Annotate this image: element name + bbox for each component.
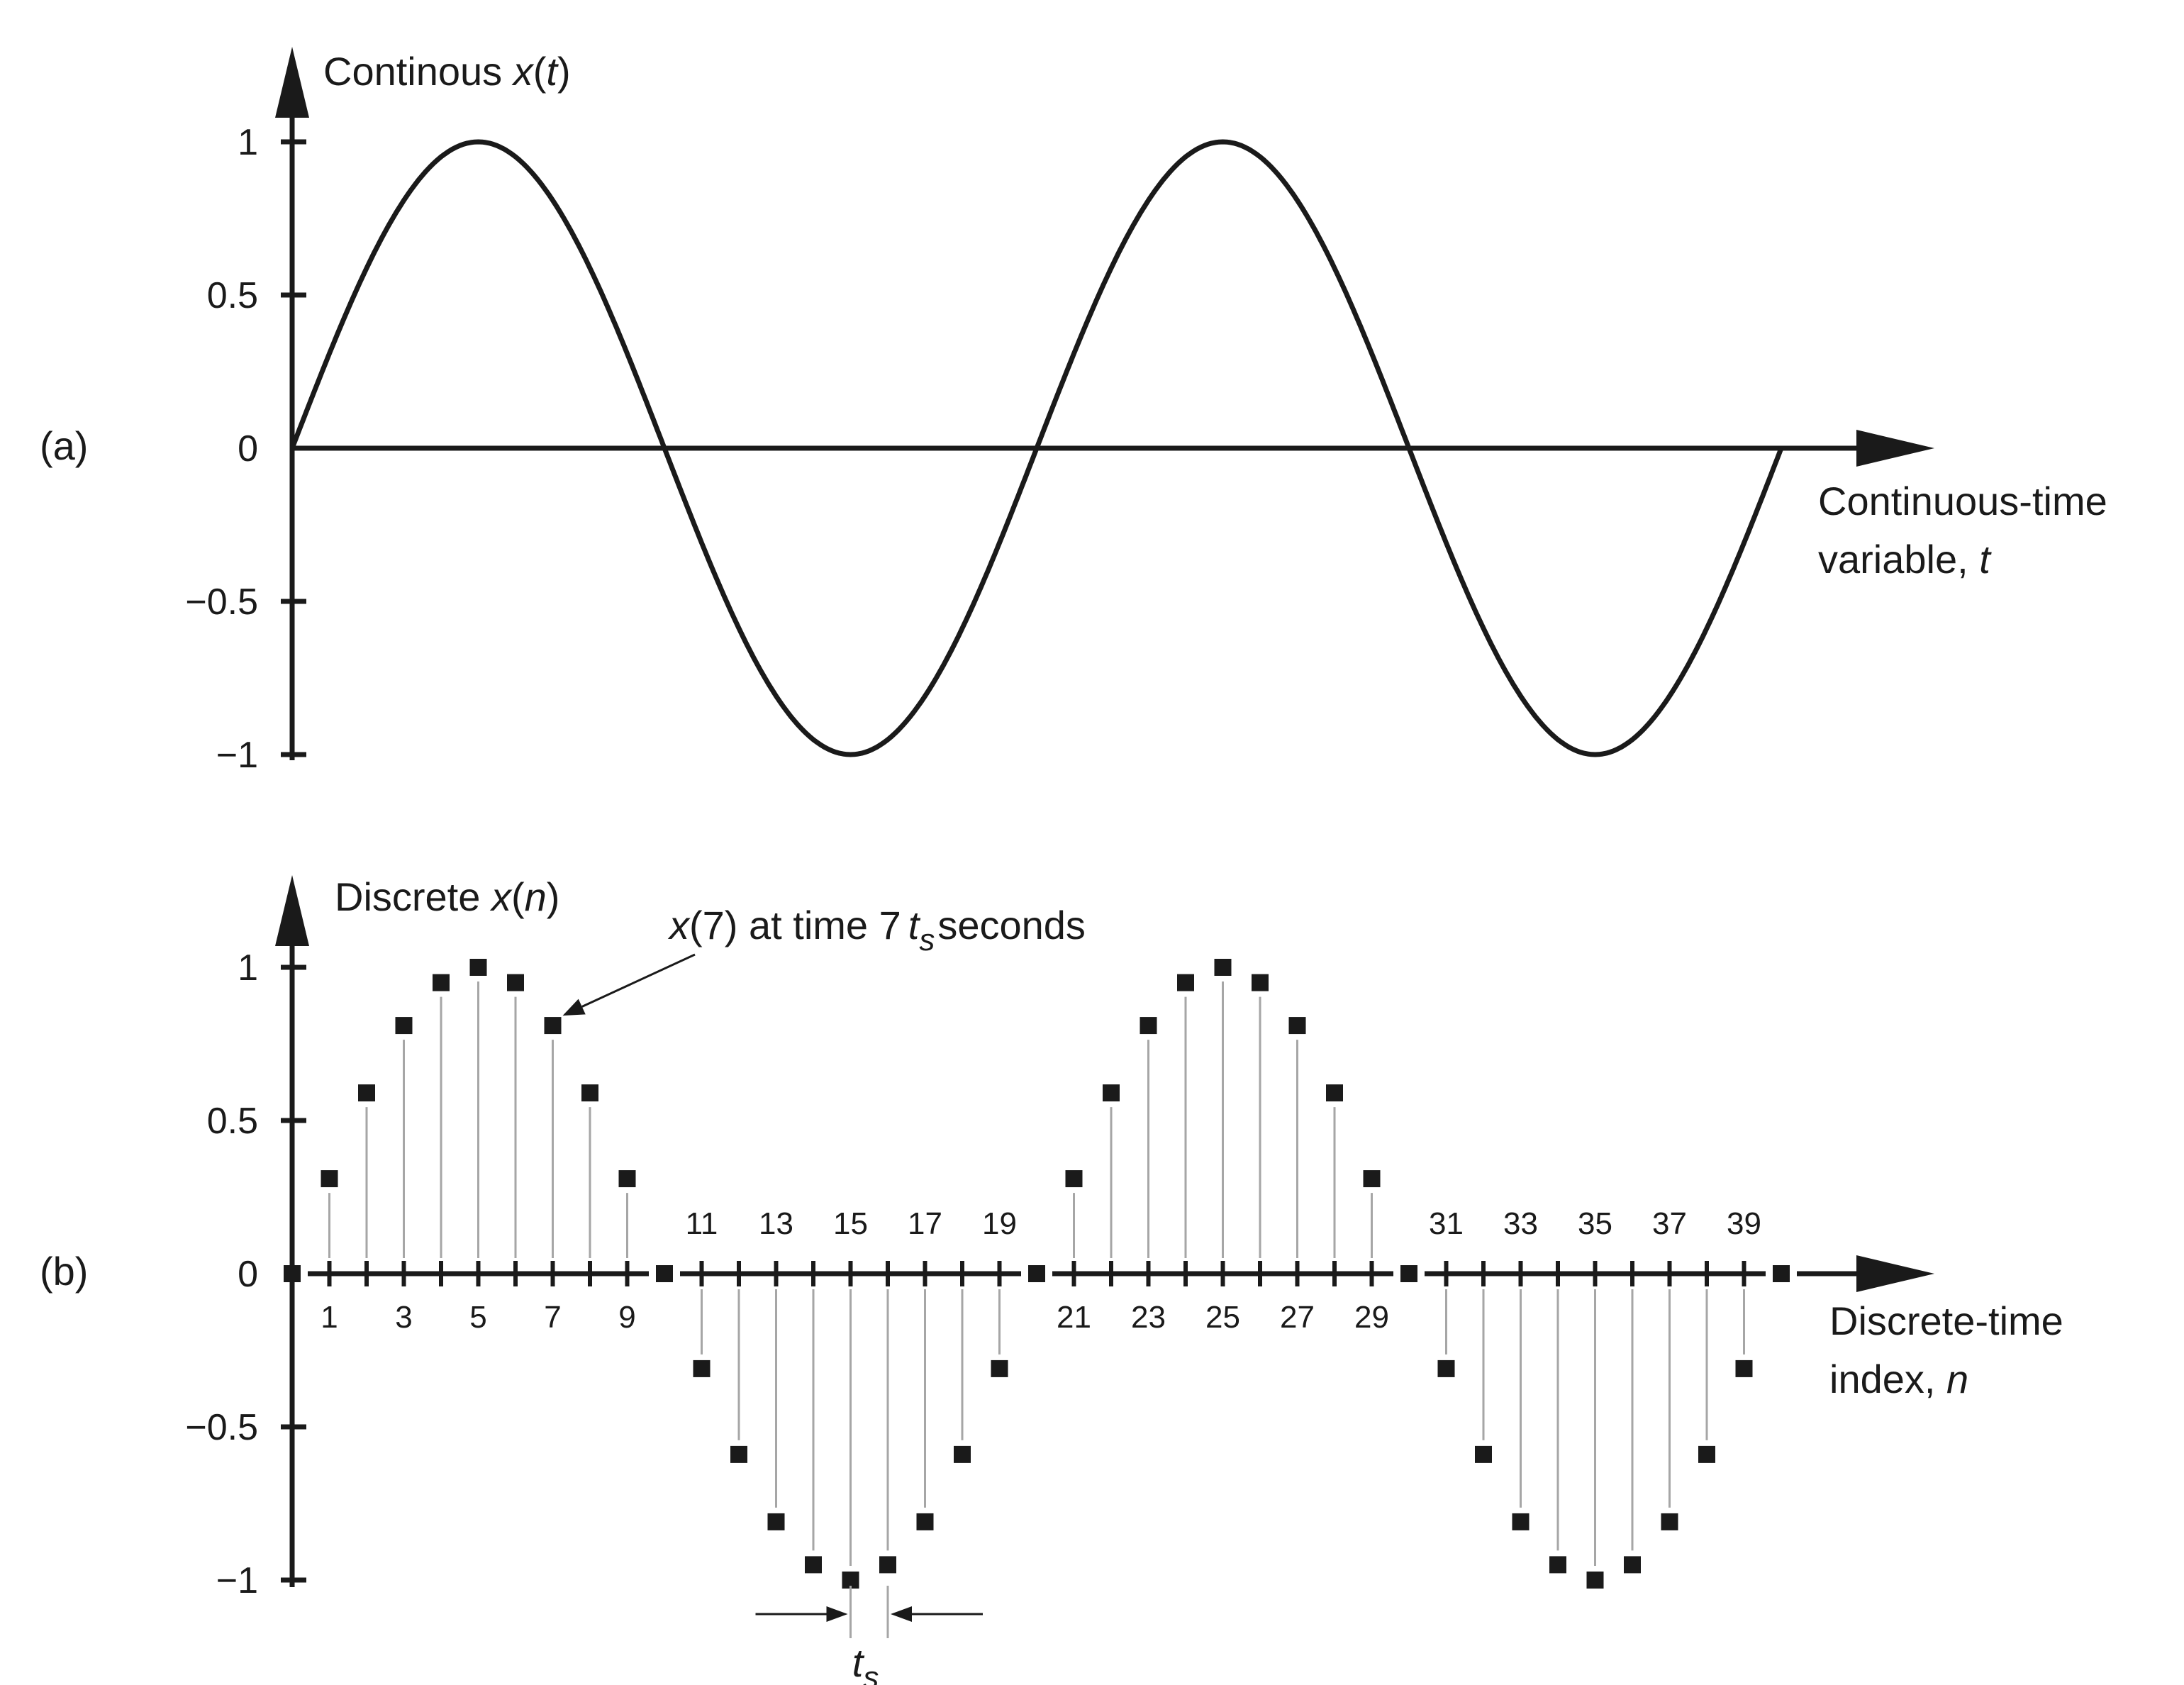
index-label-5: 5 xyxy=(469,1300,486,1335)
sample-marker-n9 xyxy=(618,1170,636,1188)
sample-marker-n17 xyxy=(916,1513,934,1530)
index-label-29: 29 xyxy=(1354,1300,1389,1335)
index-label-11: 11 xyxy=(686,1206,718,1241)
panel-b-y-tick-label: 0.5 xyxy=(207,1101,258,1142)
sample-marker-n21 xyxy=(1065,1170,1083,1188)
sample-marker-n24 xyxy=(1177,974,1194,991)
sample-marker-n16 xyxy=(879,1556,896,1574)
sample-marker-n38 xyxy=(1698,1445,1715,1463)
sample-annotation-leader xyxy=(581,953,696,1008)
sample-marker-n32 xyxy=(1475,1445,1492,1463)
sample-period-marker xyxy=(755,1586,983,1638)
continuous-signal-line xyxy=(289,139,1784,757)
sample-marker-n31 xyxy=(1437,1359,1455,1377)
panel-b-y-tick-label: 1 xyxy=(238,947,258,989)
panel-a-x-label-line1: Continuous-time xyxy=(1818,479,2107,523)
sample-marker-n1 xyxy=(321,1170,338,1188)
panel-b-y-arrow-icon xyxy=(275,875,309,946)
panel-b-y-ticks: 1 0.5 0 −0.5 −1 xyxy=(185,947,306,1601)
panel-b-sample-markers xyxy=(284,959,1790,1589)
sample-marker-n11 xyxy=(693,1359,711,1377)
sample-marker-n2 xyxy=(358,1084,375,1102)
panel-b-label: (b) xyxy=(40,1249,88,1294)
sample-marker-n23 xyxy=(1140,1017,1157,1035)
panel-b-y-tick-label: 0 xyxy=(238,1254,258,1295)
sample-marker-n27 xyxy=(1288,1017,1306,1035)
sample-marker-n8 xyxy=(581,1084,598,1102)
sample-marker-n12 xyxy=(730,1445,747,1463)
panel-b-x-axis xyxy=(308,1261,1859,1286)
panel-a-x-arrow-icon xyxy=(1856,430,1934,467)
sample-marker-n35 xyxy=(1586,1572,1604,1589)
index-label-13: 13 xyxy=(759,1206,793,1241)
sample-marker-n28 xyxy=(1326,1084,1343,1102)
sample-marker-n36 xyxy=(1624,1556,1641,1574)
panel-a-y-tick-label: 0.5 xyxy=(207,275,258,316)
index-label-3: 3 xyxy=(395,1300,412,1335)
panel-a-y-arrow-icon xyxy=(275,47,309,118)
sample-marker-n7 xyxy=(544,1017,562,1035)
sample-marker-n26 xyxy=(1252,974,1269,991)
panel-a-continuous: (a) Continous x(t) 1 0.5 0 −0.5 −1 Continuou… xyxy=(40,47,2107,776)
sample-period-label: ts xyxy=(852,1640,879,1685)
sample-annotation-arrow-icon xyxy=(562,999,586,1016)
sample-marker-n14 xyxy=(805,1556,822,1574)
index-label-21: 21 xyxy=(1057,1300,1091,1335)
sample-marker-n5 xyxy=(469,959,487,976)
ts-right-arrow-icon xyxy=(891,1606,912,1622)
index-label-37: 37 xyxy=(1652,1206,1687,1241)
index-label-1: 1 xyxy=(321,1300,338,1335)
index-label-17: 17 xyxy=(908,1206,942,1241)
sample-marker-n34 xyxy=(1549,1556,1566,1574)
index-label-15: 15 xyxy=(833,1206,868,1241)
sample-marker-n6 xyxy=(507,974,524,991)
sample-marker-n18 xyxy=(954,1445,971,1463)
panel-a-label: (a) xyxy=(40,423,88,468)
sample-marker-n22 xyxy=(1103,1084,1120,1102)
panel-b-x-label-line2: index, n xyxy=(1829,1357,1968,1401)
panel-a-y-tick-label: 0 xyxy=(238,428,258,469)
index-label-23: 23 xyxy=(1131,1300,1166,1335)
panel-a-y-tick-label: 1 xyxy=(238,122,258,163)
index-label-9: 9 xyxy=(618,1300,635,1335)
index-label-27: 27 xyxy=(1280,1300,1315,1335)
sample-marker-n30 xyxy=(1400,1265,1417,1282)
ts-left-arrow-icon xyxy=(826,1606,848,1622)
index-label-33: 33 xyxy=(1503,1206,1538,1241)
sample-marker-n19 xyxy=(991,1359,1008,1377)
index-label-35: 35 xyxy=(1578,1206,1612,1241)
sample-marker-n4 xyxy=(433,974,450,991)
sample-marker-n29 xyxy=(1363,1170,1381,1188)
sample-marker-n0 xyxy=(284,1265,301,1282)
index-label-25: 25 xyxy=(1205,1300,1240,1335)
panel-a-y-ticks: 1 0.5 0 −0.5 −1 xyxy=(185,122,306,776)
panel-b-y-tick-label: −0.5 xyxy=(185,1407,258,1448)
index-label-31: 31 xyxy=(1429,1206,1464,1241)
panel-a-y-tick-label: −0.5 xyxy=(185,582,258,623)
panel-a-title: Continous x(t) xyxy=(323,49,571,94)
panel-b-x-arrow-icon xyxy=(1856,1255,1934,1292)
index-label-39: 39 xyxy=(1727,1206,1761,1241)
sample-marker-n40 xyxy=(1773,1265,1790,1282)
panel-a-y-tick-label: −1 xyxy=(216,735,258,776)
sample-marker-n39 xyxy=(1735,1359,1753,1377)
panel-b-y-tick-label: −1 xyxy=(216,1560,258,1601)
panel-b-x-label-line1: Discrete-time xyxy=(1829,1298,2063,1343)
sample-marker-n37 xyxy=(1661,1513,1678,1530)
sample-marker-n25 xyxy=(1214,959,1232,976)
index-label-7: 7 xyxy=(544,1300,561,1335)
sample-marker-n13 xyxy=(767,1513,785,1530)
sample-marker-n20 xyxy=(1028,1265,1045,1282)
sample-marker-n3 xyxy=(395,1017,413,1035)
panel-b-title: Discrete x(n) xyxy=(335,874,559,919)
panel-b-stems xyxy=(328,981,1745,1566)
index-label-19: 19 xyxy=(982,1206,1017,1241)
sample-marker-n33 xyxy=(1512,1513,1530,1530)
sample-marker-n10 xyxy=(656,1265,673,1282)
panel-a-x-label-line2: variable, t xyxy=(1818,537,1992,582)
